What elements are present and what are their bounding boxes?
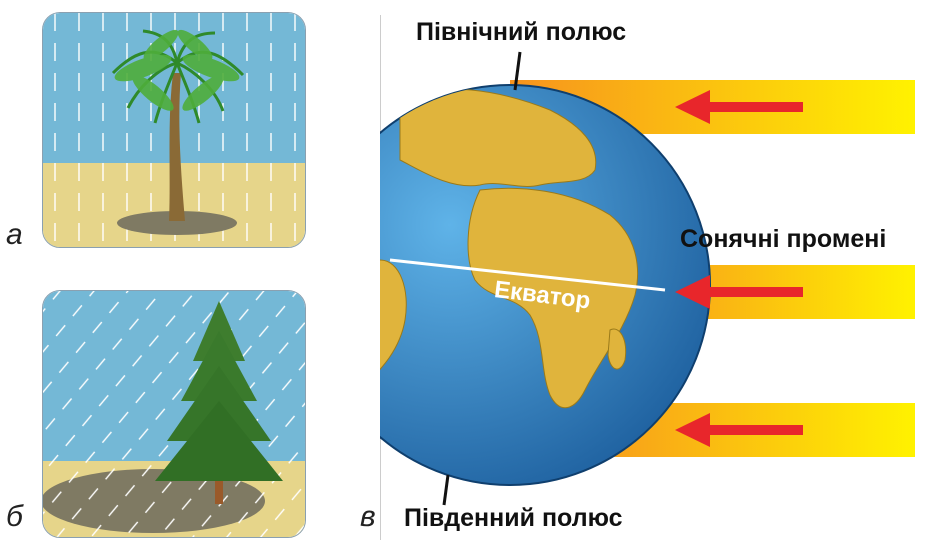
north-pole-label: Північний полюс bbox=[416, 18, 627, 46]
palm-shadow bbox=[117, 211, 237, 235]
south-pole-marker bbox=[442, 474, 450, 506]
panel-a-vertical-rays bbox=[42, 12, 306, 248]
panel-b-oblique-rays bbox=[42, 290, 306, 538]
fir-tree-icon bbox=[155, 301, 283, 504]
panel-a-letter: а bbox=[6, 218, 23, 251]
globe-sun-rays-diagram bbox=[380, 10, 930, 540]
equator-line bbox=[389, 258, 666, 292]
sun-rays-label: Сонячні промені bbox=[680, 225, 887, 253]
palm-tree-icon bbox=[111, 29, 245, 221]
ray-arrow-middle bbox=[675, 275, 803, 309]
panel-b-letter: б bbox=[6, 500, 23, 533]
panel-c-letter: в bbox=[360, 500, 376, 533]
ray-arrow-bottom bbox=[675, 413, 803, 447]
globe-icon bbox=[380, 84, 711, 486]
oblique-sun-rays bbox=[43, 291, 305, 537]
globe-diagram-svg bbox=[380, 15, 915, 540]
ray-arrow-top bbox=[675, 90, 803, 124]
north-pole-marker bbox=[513, 51, 522, 91]
palm-tree-scene bbox=[43, 13, 305, 247]
arrows bbox=[675, 90, 803, 447]
south-pole-label: Південний полюс bbox=[404, 504, 623, 532]
fir-tree-scene bbox=[43, 291, 305, 537]
